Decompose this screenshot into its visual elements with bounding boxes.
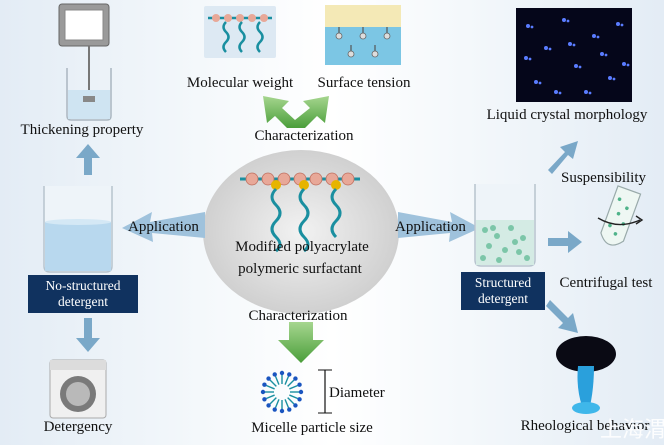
watermark: 上海渭 xyxy=(600,418,664,443)
no-structured-detergent-box: No-structured detergent xyxy=(28,275,138,313)
center-label-1: Modified polyacrylate xyxy=(235,239,369,255)
viscometer-icon xyxy=(58,3,112,121)
arrow-left-down xyxy=(76,318,100,352)
arrow-right-down xyxy=(546,300,578,333)
arrow-right-mid xyxy=(548,231,582,253)
right-application-label: Application xyxy=(395,219,466,235)
centrifugal-label: Centrifugal test xyxy=(559,275,653,291)
arrow-right-up xyxy=(548,141,578,174)
no-structured-line1: No-structured xyxy=(45,278,121,293)
surface-tension-label: Surface tension xyxy=(317,75,411,91)
liquid-crystal-label: Liquid crystal morphology xyxy=(486,107,648,123)
arrow-top-up xyxy=(263,96,329,128)
center-label-2: polymeric surfactant xyxy=(238,261,362,277)
arrow-left xyxy=(122,212,205,242)
structured-line2: detergent xyxy=(478,291,528,306)
diameter-bracket xyxy=(318,369,332,414)
structured-line1: Structured xyxy=(474,275,532,290)
diameter-label: Diameter xyxy=(329,385,385,401)
no-structured-line2: detergent xyxy=(58,294,108,309)
beaker-left-icon xyxy=(43,186,113,273)
micelle-size-label: Micelle particle size xyxy=(251,420,373,436)
micelle-icon xyxy=(260,370,304,414)
arrow-bottom-down xyxy=(278,322,324,363)
rheological-label: Rheological behavior xyxy=(520,418,650,434)
arrow-right xyxy=(398,212,480,242)
surface-tension-icon xyxy=(325,5,401,65)
molecular-weight-icon xyxy=(204,6,276,58)
thickening-label: Thickening property xyxy=(20,122,144,138)
detergency-label: Detergency xyxy=(43,419,113,435)
rheology-icon xyxy=(556,336,616,414)
liquid-crystal-image xyxy=(516,8,632,102)
centrifuge-tube-icon xyxy=(597,185,644,246)
washing-machine-icon xyxy=(49,359,107,419)
suspensibility-label: Suspensibility xyxy=(561,170,647,186)
molecular-weight-label: Molecular weight xyxy=(186,75,294,91)
beaker-right-icon xyxy=(474,184,536,267)
left-application-label: Application xyxy=(128,219,199,235)
polymer-molecule-icon xyxy=(240,172,360,253)
top-characterization-label: Characterization xyxy=(254,128,354,144)
structured-detergent-box: Structured detergent xyxy=(461,272,545,310)
bottom-characterization-label: Characterization xyxy=(248,308,348,324)
arrow-left-up xyxy=(76,144,100,175)
